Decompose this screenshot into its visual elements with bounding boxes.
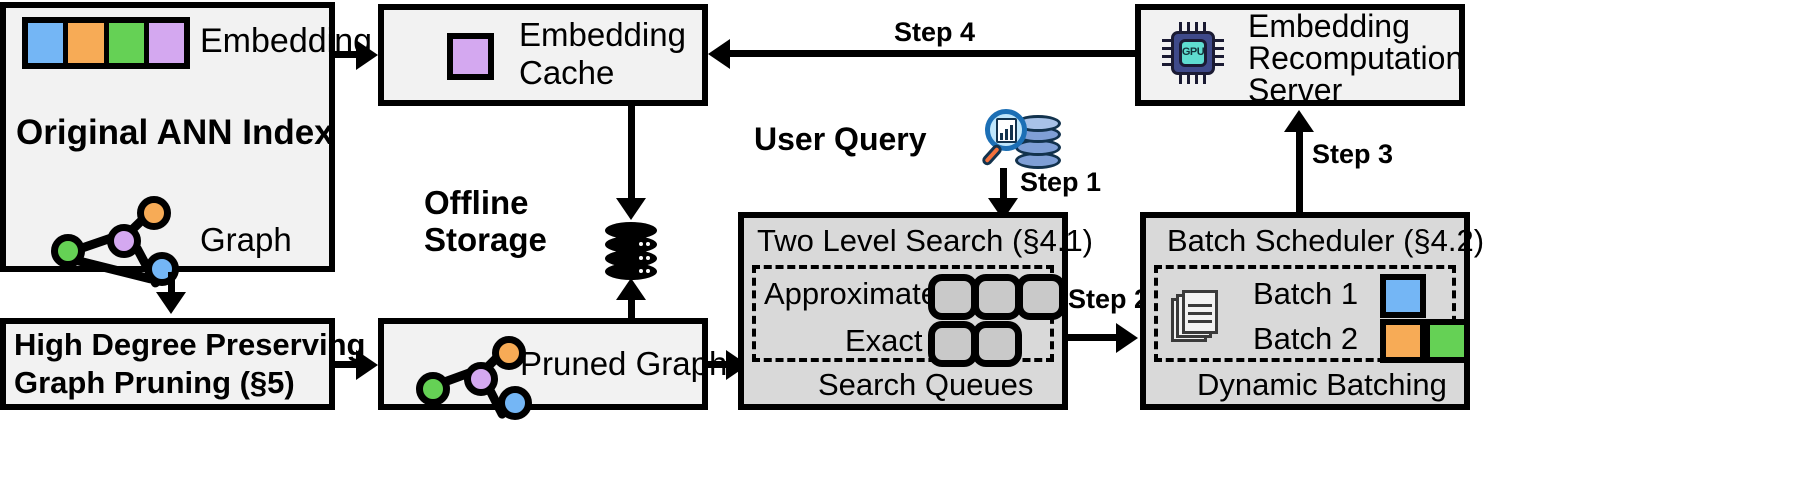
embedding-cache-swatch-icon (447, 33, 494, 80)
cache-to-storage-head (616, 198, 646, 220)
step2-arrow-head (1116, 323, 1138, 353)
recomputation-server-line3: Server (1248, 72, 1343, 108)
offline-storage-database-icon (605, 222, 657, 280)
step1-label: Step 1 (1020, 167, 1102, 197)
index-to-cache-arrow-line (335, 51, 363, 58)
approximate-queue-tile (972, 274, 1022, 320)
approximate-queue-tile (928, 274, 978, 320)
graph-pruning-line2: Graph Pruning (§5) (14, 365, 295, 400)
user-query-icon (980, 107, 1065, 175)
pruned-to-search-line (708, 361, 732, 368)
step3-arrow-line (1296, 128, 1303, 214)
embedding-strip (22, 17, 190, 69)
exact-queue-tile (928, 321, 978, 367)
pruned-graph-label: Pruned Graph (520, 345, 728, 382)
pruning-to-pruned-line (335, 361, 363, 368)
batch-2-label: Batch 2 (1253, 321, 1359, 356)
ann-graph-icon (45, 168, 195, 289)
step3-arrow-head (1284, 110, 1314, 132)
embedding-cache-title-line1: Embedding (519, 16, 686, 53)
search-row-label-exact: Exact (845, 323, 923, 358)
recomputation-server-line1: Embedding (1248, 8, 1410, 44)
gpu-chip-icon: GPU (1160, 20, 1226, 86)
search-queues-caption: Search Queues (818, 367, 1034, 402)
embedding-cell-orange (68, 23, 109, 63)
cache-to-storage-line (628, 106, 635, 202)
graph-pruning-box (0, 318, 335, 410)
step4-label: Step 4 (894, 17, 976, 47)
dynamic-batching-dashed-region (1154, 265, 1456, 362)
step1-arrow-line (1000, 168, 1007, 202)
recomputation-server-line2: Recomputation (1248, 40, 1464, 76)
embedding-cell-blue (28, 23, 69, 63)
step2-label: Step 2 (1068, 284, 1150, 314)
original-ann-index-title: Original ANN Index (16, 113, 334, 152)
index-to-pruning-head (156, 292, 186, 314)
graph-node-purple (464, 362, 498, 396)
batch-1-swatch-blue (1380, 274, 1426, 318)
documents-stack-icon (1171, 290, 1223, 344)
user-query-label: User Query (754, 121, 927, 157)
embedding-cell-green (108, 23, 149, 63)
index-to-cache-arrow-head (356, 40, 378, 70)
graph-node-purple (107, 224, 141, 258)
step4-arrow-line (730, 50, 1135, 57)
dynamic-batching-caption: Dynamic Batching (1197, 367, 1447, 402)
batch-scheduler-title: Batch Scheduler (§4.2) (1167, 223, 1485, 258)
embedding-cell-purple (148, 23, 184, 63)
embedding-cache-box (378, 4, 708, 106)
offline-storage-line1: Offline (424, 184, 529, 221)
step3-label: Step 3 (1312, 139, 1394, 169)
batch-1-label: Batch 1 (1253, 276, 1359, 311)
graph-node-blue (498, 386, 532, 420)
graph-node-orange (137, 196, 171, 230)
graph-pruning-line1: High Degree Preserving (14, 327, 366, 362)
gpu-icon-label: GPU (1181, 46, 1205, 58)
graph-node-orange (492, 336, 526, 370)
approximate-queue-tile (1016, 274, 1066, 320)
pruned-to-storage-head (616, 278, 646, 300)
query-database-icon (1015, 115, 1061, 169)
embedding-cache-title-line2: Cache (519, 54, 615, 91)
index-to-pruning-line (168, 272, 175, 296)
batch-2-swatch-orange (1380, 319, 1426, 363)
offline-storage-line2: Storage (424, 221, 547, 258)
step2-arrow-line (1068, 334, 1120, 341)
search-row-label-approximate: Approximate (764, 276, 939, 311)
two-level-search-title: Two Level Search (§4.1) (757, 223, 1094, 258)
graph-node-green (416, 372, 450, 406)
batch-2-swatch-green (1424, 319, 1470, 363)
graph-node-green (51, 234, 85, 268)
step4-arrow-head (708, 39, 730, 69)
exact-queue-tile (972, 321, 1022, 367)
magnifier-handle-icon (980, 142, 1004, 168)
pruned-to-storage-line (628, 296, 635, 322)
graph-label: Graph (200, 221, 292, 258)
pruned-graph-icon (410, 320, 540, 421)
pruning-to-pruned-head (356, 350, 378, 380)
